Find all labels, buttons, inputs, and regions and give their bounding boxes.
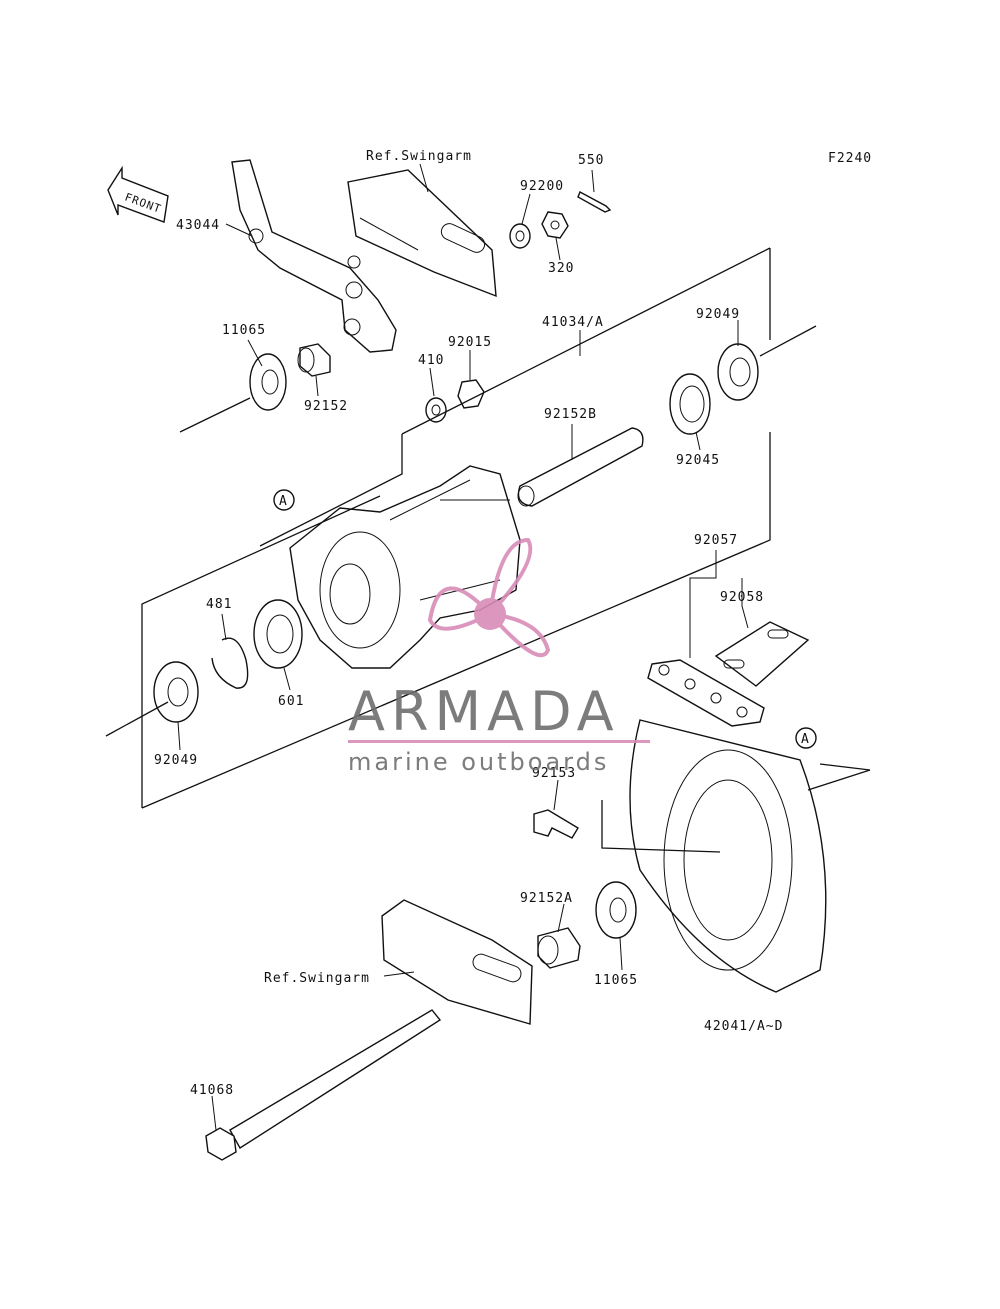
propeller-logo-icon	[427, 537, 551, 658]
leader-lines	[177, 163, 749, 1131]
swingarm-bottom	[381, 899, 533, 1025]
label-320: 320	[548, 261, 574, 276]
label-550: 550	[578, 153, 604, 168]
wheel-hub	[289, 465, 521, 669]
label-601: 601	[278, 694, 304, 709]
label-92057: 92057	[694, 533, 738, 548]
washer-410	[425, 397, 447, 423]
label-92015: 92015	[448, 335, 492, 350]
watermark-brand: ARMADA	[348, 680, 620, 743]
nut-320	[541, 211, 569, 239]
seal-92049-top	[717, 343, 759, 401]
washer-92200	[509, 223, 531, 249]
svg-text:A: A	[801, 732, 810, 747]
label-92200: 92200	[520, 179, 564, 194]
label-ref-swingarm-bottom: Ref.Swingarm	[264, 971, 370, 986]
label-92152A: 92152A	[520, 891, 573, 906]
cotter-pin-550	[577, 191, 612, 213]
label-92045: 92045	[676, 453, 720, 468]
swingarm-top	[347, 169, 497, 298]
rear-sprocket-42041	[629, 719, 827, 993]
label-92049-top: 92049	[696, 307, 740, 322]
collar-11065-bottom	[595, 881, 637, 939]
rear-axle-41068	[205, 1009, 442, 1161]
nut-92015	[457, 379, 485, 409]
spacer-92152A	[537, 927, 581, 969]
label-42041: 42041/A~D	[704, 1019, 783, 1034]
label-92058: 92058	[720, 590, 764, 605]
svg-text:A: A	[279, 494, 288, 509]
watermark: ARMADA marine outboards	[348, 537, 650, 776]
ref-mark-a-right: A	[795, 727, 817, 749]
spacer-92152B	[517, 427, 644, 507]
diagram-id: F2240	[828, 151, 872, 166]
label-92152: 92152	[304, 399, 348, 414]
spacer-92152	[297, 343, 331, 377]
guide-lines	[105, 247, 871, 853]
bearing-92045	[669, 373, 711, 435]
label-41068: 41068	[190, 1083, 234, 1098]
chain-joint-92058	[714, 621, 810, 687]
drive-chain-92057	[647, 659, 765, 727]
label-92153: 92153	[532, 766, 576, 781]
brake-panel-stay	[231, 159, 397, 353]
circlip-481	[211, 637, 249, 689]
label-43044: 43044	[176, 218, 220, 233]
seal-92049-bottom	[153, 661, 199, 723]
front-arrow-icon: FRONT	[107, 165, 169, 223]
label-92049-bottom: 92049	[154, 753, 198, 768]
label-41034: 41034/A	[542, 315, 604, 330]
watermark-tagline: marine outboards	[348, 748, 609, 776]
label-410: 410	[418, 353, 444, 368]
label-481: 481	[206, 597, 232, 612]
label-11065-bottom: 11065	[594, 973, 638, 988]
label-92152B: 92152B	[544, 407, 597, 422]
ref-mark-a-left: A	[273, 489, 295, 511]
bearing-601	[253, 599, 303, 669]
bolt-92153	[533, 809, 579, 839]
label-ref-swingarm-top: Ref.Swingarm	[366, 149, 472, 164]
collar-11065-top	[249, 353, 287, 411]
label-11065-top: 11065	[222, 323, 266, 338]
